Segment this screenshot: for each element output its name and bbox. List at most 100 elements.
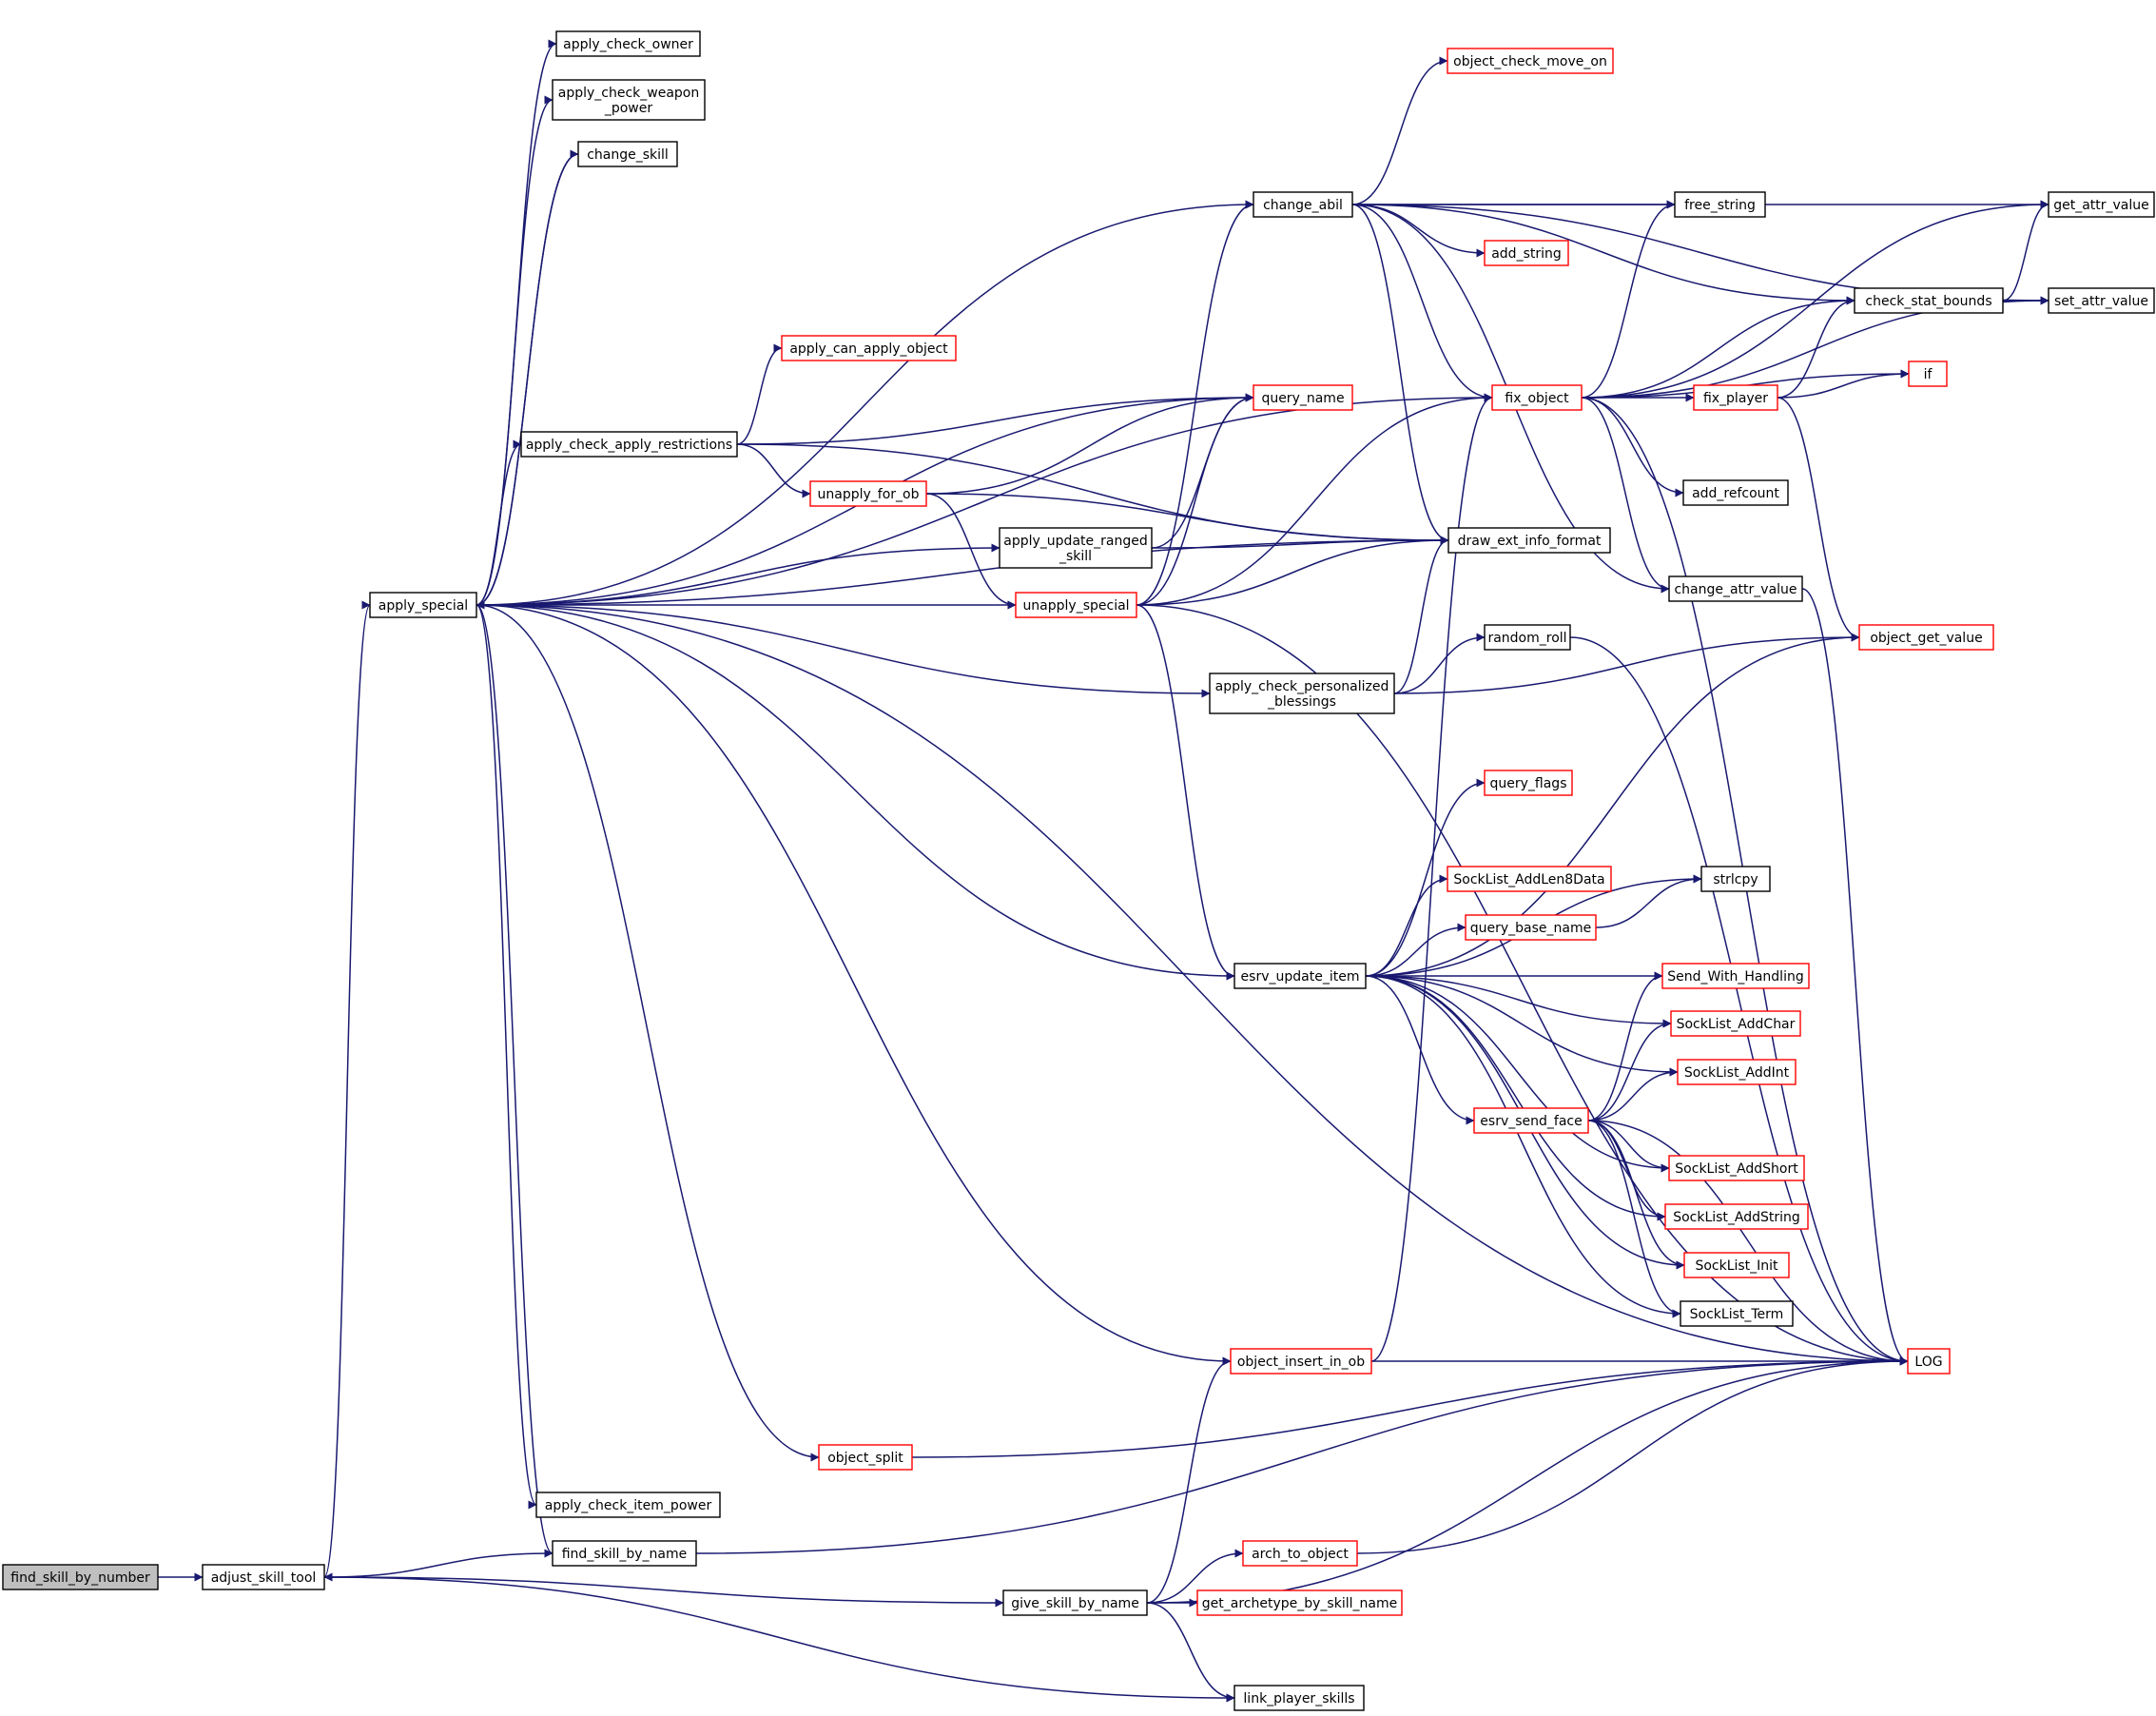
node-apply_check_item_power[interactable]: apply_check_item_power	[535, 1492, 721, 1518]
node-change_skill[interactable]: change_skill	[577, 141, 678, 167]
node-box	[1242, 1540, 1358, 1567]
node-fix_player[interactable]: fix_player	[1693, 384, 1778, 411]
edge-esrv_update_item-to-object_get_value	[1365, 633, 1860, 977]
node-query_flags[interactable]: query_flags	[1484, 770, 1573, 796]
node-free_string[interactable]: free_string	[1674, 191, 1766, 218]
node-SockList_AddShort[interactable]: SockList_AddShort	[1668, 1155, 1805, 1181]
node-box	[1668, 1155, 1805, 1181]
node-box	[1683, 1252, 1790, 1278]
node-LOG[interactable]: LOG	[1907, 1348, 1951, 1375]
edge-fix_object-to-change_attr_value	[1581, 397, 1670, 594]
edge-object_insert_in_ob-to-fix_object	[1370, 393, 1493, 1362]
node-label: object_insert_in_ob	[1237, 1355, 1365, 1370]
edge-apply_check_personalized_blessings-to-random_roll	[1393, 633, 1486, 694]
node-SockList_Init[interactable]: SockList_Init	[1683, 1252, 1790, 1278]
node-box	[1484, 770, 1573, 796]
node-box	[2048, 287, 2155, 314]
node-SockList_AddLen8Data[interactable]: SockList_AddLen8Data	[1447, 866, 1612, 892]
edge-change_abil-to-fix_object	[1351, 204, 1493, 402]
node-fix_object[interactable]: fix_object	[1491, 384, 1583, 411]
node-box	[577, 141, 678, 167]
edge-apply_special-to-fix_object	[476, 393, 1493, 606]
node-SockList_AddString[interactable]: SockList_AddString	[1664, 1203, 1809, 1230]
edge-apply_special-to-esrv_update_item	[476, 604, 1235, 981]
node-box	[1015, 592, 1137, 618]
node-box	[1677, 1059, 1797, 1085]
node-find_skill_by_name[interactable]: find_skill_by_name	[552, 1540, 697, 1567]
node-apply_check_apply_restrictions[interactable]: apply_check_apply_restrictions	[520, 431, 738, 458]
node-give_skill_by_name[interactable]: give_skill_by_name	[1002, 1589, 1148, 1616]
node-label: apply_special	[379, 598, 468, 614]
node-label: free_string	[1684, 198, 1756, 213]
node-get_archetype_by_skill_name[interactable]: get_archetype_by_skill_name	[1196, 1589, 1403, 1616]
node-get_attr_value[interactable]: get_attr_value	[2048, 191, 2155, 218]
node-esrv_update_item[interactable]: esrv_update_item	[1233, 963, 1367, 989]
edge-give_skill_by_name-to-link_player_skills	[1146, 1602, 1235, 1703]
node-label: change_abil	[1263, 198, 1343, 213]
node-label: give_skill_by_name	[1011, 1596, 1139, 1611]
edge-change_attr_value-to-LOG	[1801, 588, 1909, 1366]
node-object_insert_in_ob[interactable]: object_insert_in_ob	[1230, 1348, 1372, 1375]
node-label: random_roll	[1487, 631, 1566, 646]
node-layer: find_skill_by_number adjust_skill_tool app…	[2, 30, 2155, 1711]
node-label: adjust_skill_tool	[211, 1570, 317, 1586]
node-strlcpy[interactable]: strlcpy	[1700, 866, 1771, 892]
node-label: add_string	[1491, 246, 1562, 262]
node-add_string[interactable]: add_string	[1484, 240, 1569, 266]
node-apply_check_weapon_power[interactable]: apply_check_weapon_power	[552, 79, 706, 121]
node-link_player_skills[interactable]: link_player_skills	[1233, 1685, 1365, 1711]
node-unapply_for_ob[interactable]: unapply_for_ob	[809, 480, 927, 507]
node-SockList_AddInt[interactable]: SockList_AddInt	[1677, 1059, 1797, 1085]
edge-esrv_send_face-to-SockList_AddChar	[1587, 1019, 1672, 1121]
node-change_abil[interactable]: change_abil	[1253, 191, 1353, 218]
edge-fix_player-to-object_get_value	[1777, 397, 1860, 642]
node-object_get_value[interactable]: object_get_value	[1858, 624, 1994, 651]
node-box	[1908, 361, 1948, 387]
node-arch_to_object[interactable]: arch_to_object	[1242, 1540, 1358, 1567]
node-box	[1447, 527, 1611, 554]
edge-esrv_update_item-to-query_base_name	[1365, 923, 1466, 977]
edge-fix_object-to-check_stat_bounds	[1581, 296, 1855, 399]
node-label: apply_check_weapon	[558, 86, 699, 101]
node-box	[1196, 1589, 1403, 1616]
node-random_roll[interactable]: random_roll	[1484, 624, 1571, 651]
node-SockList_Term[interactable]: SockList_Term	[1680, 1300, 1794, 1327]
edge-arch_to_object-to-LOG	[1356, 1356, 1909, 1554]
node-label: check_stat_bounds	[1865, 294, 1991, 309]
node-change_attr_value[interactable]: change_attr_value	[1668, 575, 1803, 602]
node-SockList_AddChar[interactable]: SockList_AddChar	[1670, 1010, 1801, 1037]
node-label: apply_check_owner	[563, 37, 693, 52]
node-add_refcount[interactable]: add_refcount	[1682, 479, 1789, 506]
node-apply_can_apply_object[interactable]: apply_can_apply_object	[781, 335, 957, 361]
node-apply_special[interactable]: apply_special	[369, 592, 477, 618]
node-label: add_refcount	[1692, 486, 1779, 501]
node-Send_With_Handling[interactable]: Send_With_Handling	[1661, 963, 1810, 989]
node-query_name[interactable]: query_name	[1253, 384, 1353, 411]
edge-find_skill_by_name-to-LOG	[695, 1356, 1909, 1554]
node-label: query_name	[1261, 391, 1344, 406]
node-draw_ext_info_format[interactable]: draw_ext_info_format	[1447, 527, 1611, 554]
node-box	[1854, 287, 2004, 314]
edge-apply_check_personalized_blessings-to-draw_ext_info_format	[1393, 536, 1449, 694]
node-unapply_special[interactable]: unapply_special	[1015, 592, 1137, 618]
node-object_check_move_on[interactable]: object_check_move_on	[1447, 48, 1614, 74]
node-object_split[interactable]: object_split	[818, 1444, 913, 1471]
node-set_attr_value[interactable]: set_attr_value	[2048, 287, 2155, 314]
edge-check_stat_bounds-to-get_attr_value	[2002, 200, 2049, 302]
node-box	[1700, 866, 1771, 892]
node-box	[1484, 624, 1571, 651]
node-adjust_skill_tool[interactable]: adjust_skill_tool	[202, 1564, 325, 1590]
node-find_skill_by_number[interactable]: find_skill_by_number	[2, 1564, 159, 1590]
node-label: apply_can_apply_object	[789, 341, 948, 357]
node-query_base_name[interactable]: query_base_name	[1465, 914, 1597, 941]
node-apply_update_ranged_skill[interactable]: apply_update_ranged_skill	[999, 527, 1153, 569]
node-label: find_skill_by_number	[10, 1570, 150, 1586]
edge-apply_special-to-apply_check_item_power	[476, 604, 537, 1510]
node-if[interactable]: if	[1908, 361, 1948, 387]
node-check_stat_bounds[interactable]: check_stat_bounds	[1854, 287, 2004, 314]
edge-unapply_special-to-esrv_update_item	[1136, 604, 1235, 981]
node-esrv_send_face[interactable]: esrv_send_face	[1473, 1107, 1589, 1134]
node-apply_check_owner[interactable]: apply_check_owner	[555, 30, 701, 57]
node-box	[202, 1564, 325, 1590]
node-apply_check_personalized_blessings[interactable]: apply_check_personalized_blessings	[1209, 673, 1395, 714]
